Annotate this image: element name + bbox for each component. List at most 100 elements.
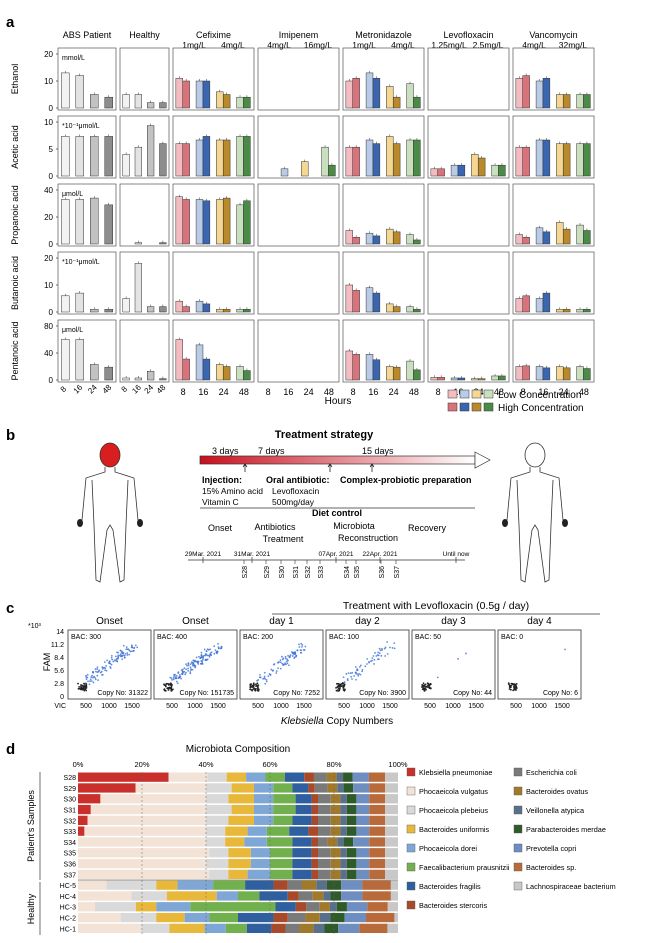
bar <box>61 72 70 109</box>
bar <box>134 146 142 177</box>
composition-segment <box>177 880 214 890</box>
y-tick-label: 10 <box>44 118 53 127</box>
bar <box>301 161 309 177</box>
composition-segment <box>78 880 107 890</box>
droplet-positive <box>359 673 362 676</box>
bar <box>372 292 381 313</box>
y-tick-label: 0 <box>49 376 54 385</box>
droplet-positive <box>357 674 360 677</box>
droplet-positive <box>121 650 123 653</box>
composition-segment <box>95 902 136 912</box>
droplet-positive <box>203 654 206 657</box>
droplet-negative <box>421 686 423 688</box>
bac-label: BAC: 100 <box>329 634 359 641</box>
droplet-positive <box>284 662 287 665</box>
x-tick-label: 40% <box>198 760 213 769</box>
composition-segment <box>246 923 272 933</box>
composition-segment <box>340 794 347 804</box>
legend-swatch <box>513 786 523 796</box>
legend-swatch <box>406 824 416 834</box>
x-tick-label: 1000 <box>187 703 203 710</box>
bar <box>406 139 414 177</box>
sample-label: S29 <box>64 786 77 793</box>
droplet-positive <box>270 668 273 671</box>
droplet-negative <box>424 683 427 686</box>
bar <box>515 298 523 313</box>
legend-swatch <box>406 862 416 872</box>
composition-segment <box>362 891 391 901</box>
bar <box>365 354 374 381</box>
droplet-positive <box>273 663 276 665</box>
group-header: Cefixime <box>196 30 231 40</box>
composition-segment <box>206 826 226 836</box>
droplet-positive <box>111 658 114 661</box>
droplet-positive <box>101 666 104 669</box>
droplet-negative <box>344 688 346 691</box>
droplet-positive <box>189 671 192 673</box>
bar <box>321 146 329 177</box>
droplet-positive <box>275 672 278 674</box>
composition-segment <box>338 923 360 933</box>
bar <box>556 222 564 245</box>
droplet-positive <box>355 678 357 681</box>
subplot-frame <box>119 183 170 247</box>
composition-segment <box>385 837 398 847</box>
x-tick-label: 1500 <box>296 703 312 710</box>
bar <box>202 200 211 245</box>
droplet-positive <box>93 675 95 678</box>
composition-segment <box>385 772 398 782</box>
plot-title: Onset <box>182 616 209 627</box>
y-tick-label: 0 <box>49 172 54 181</box>
composition-segment <box>369 783 386 793</box>
subplot-frame <box>342 47 425 111</box>
droplet-positive <box>122 652 125 655</box>
composition-segment <box>287 891 299 901</box>
group-label-healthy: Healthy <box>26 893 36 924</box>
bar <box>195 344 204 381</box>
sample-label: S36 <box>64 862 77 869</box>
droplet-positive <box>90 680 93 683</box>
bar <box>542 78 551 109</box>
bar <box>134 377 142 381</box>
droplet-negative <box>425 688 427 691</box>
bar <box>243 370 251 381</box>
composition-segment <box>207 772 227 782</box>
composition-segment <box>266 837 293 847</box>
droplet-positive <box>97 679 100 682</box>
y-tick-label: 2.8 <box>54 681 64 688</box>
droplet-positive <box>180 677 183 680</box>
composition-segment <box>313 923 325 933</box>
composition-segment <box>311 858 318 869</box>
droplet-positive <box>264 682 267 685</box>
composition-segment <box>329 902 337 912</box>
bar <box>236 136 244 177</box>
legend-swatch <box>447 389 458 399</box>
droplet-negative <box>255 683 257 686</box>
subplot-frame <box>342 319 425 383</box>
droplet-positive <box>109 667 112 669</box>
bar <box>243 309 251 313</box>
droplet-positive <box>105 665 107 667</box>
composition-segment <box>346 869 357 879</box>
droplet-negative <box>511 682 514 685</box>
droplet-negative <box>85 686 88 689</box>
composition-segment <box>330 815 341 825</box>
composition-segment <box>330 869 341 879</box>
right-hand <box>137 519 143 527</box>
legend-swatch <box>406 843 416 853</box>
panel-b-letter: b <box>6 427 15 444</box>
bar <box>147 125 155 177</box>
droplet-positive <box>206 654 209 657</box>
droplet-positive <box>277 661 279 664</box>
composition-segment <box>330 804 341 815</box>
bar <box>522 295 530 313</box>
droplet-positive <box>126 652 129 654</box>
bar <box>352 146 360 177</box>
y-tick-label: 80 <box>44 322 53 331</box>
y-tick-label: 8.4 <box>54 655 64 662</box>
droplet-positive <box>204 653 207 655</box>
composition-segment <box>346 815 357 825</box>
bar <box>542 292 551 313</box>
subplot-frame <box>427 47 510 111</box>
